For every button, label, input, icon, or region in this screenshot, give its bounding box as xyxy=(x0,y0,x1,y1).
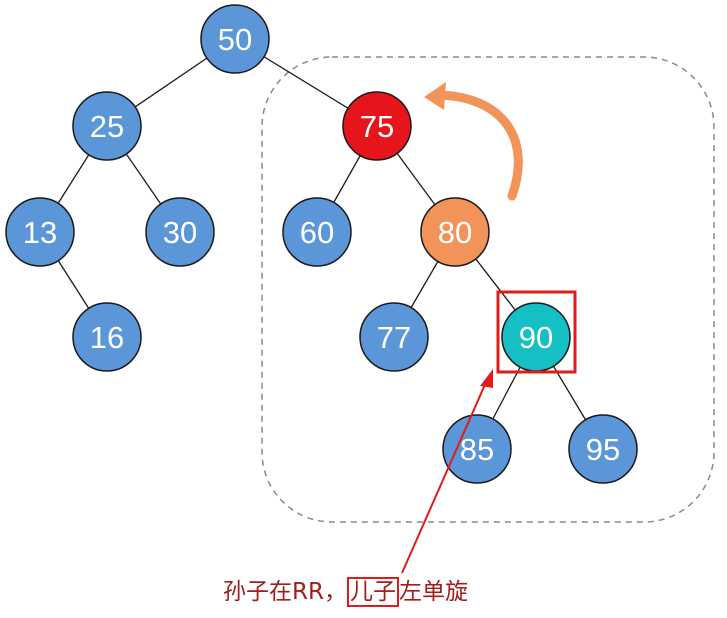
caption: 孙子在RR，儿子左单旋 xyxy=(223,576,468,608)
tree-node-80: 80 xyxy=(420,197,490,267)
node-circle xyxy=(342,91,412,161)
tree-nodes: 50 25 75 13 30 60 80 16 77 90 85 95 xyxy=(5,4,638,484)
child-node-highlight-box xyxy=(496,290,577,374)
tree-node-95: 95 xyxy=(568,414,638,484)
node-label: 13 xyxy=(23,215,57,250)
pointer-arrowhead xyxy=(480,369,493,388)
tree-node-50: 50 xyxy=(200,4,270,74)
tree-node-75: 75 xyxy=(342,91,412,161)
node-label: 50 xyxy=(218,22,252,57)
node-circle xyxy=(359,302,429,372)
node-label: 95 xyxy=(586,432,620,467)
caption-boxed-term: 儿子 xyxy=(346,577,399,607)
node-label: 85 xyxy=(460,432,494,467)
node-label: 75 xyxy=(360,109,394,144)
tree-node-16: 16 xyxy=(72,302,142,372)
node-circle xyxy=(72,91,142,161)
rotation-subtree-region xyxy=(261,56,715,523)
rotation-direction-arrow xyxy=(432,90,523,201)
node-label: 90 xyxy=(519,320,553,355)
tree-node-90: 90 xyxy=(501,302,571,372)
node-circle xyxy=(282,197,352,267)
node-circle xyxy=(568,414,638,484)
pointer-arrow-line xyxy=(401,379,488,574)
node-label: 60 xyxy=(300,215,334,250)
node-label: 16 xyxy=(90,320,124,355)
tree-node-25: 25 xyxy=(72,91,142,161)
tree-node-30: 30 xyxy=(145,197,215,267)
tree-node-13: 13 xyxy=(5,197,75,267)
tree-node-77: 77 xyxy=(359,302,429,372)
caption-part1: 孙子在RR， xyxy=(223,579,347,605)
node-circle xyxy=(145,197,215,267)
rotation-arrowhead xyxy=(424,82,446,110)
node-circle xyxy=(420,197,490,267)
node-label: 80 xyxy=(438,215,472,250)
node-circle xyxy=(442,414,512,484)
node-label: 30 xyxy=(163,215,197,250)
caption-part2: 左单旋 xyxy=(398,579,468,605)
node-circle xyxy=(5,197,75,267)
node-circle xyxy=(200,4,270,74)
node-circle xyxy=(72,302,142,372)
node-label: 77 xyxy=(377,320,411,355)
node-label: 25 xyxy=(90,109,124,144)
tree-node-60: 60 xyxy=(282,197,352,267)
tree-node-85: 85 xyxy=(442,414,512,484)
